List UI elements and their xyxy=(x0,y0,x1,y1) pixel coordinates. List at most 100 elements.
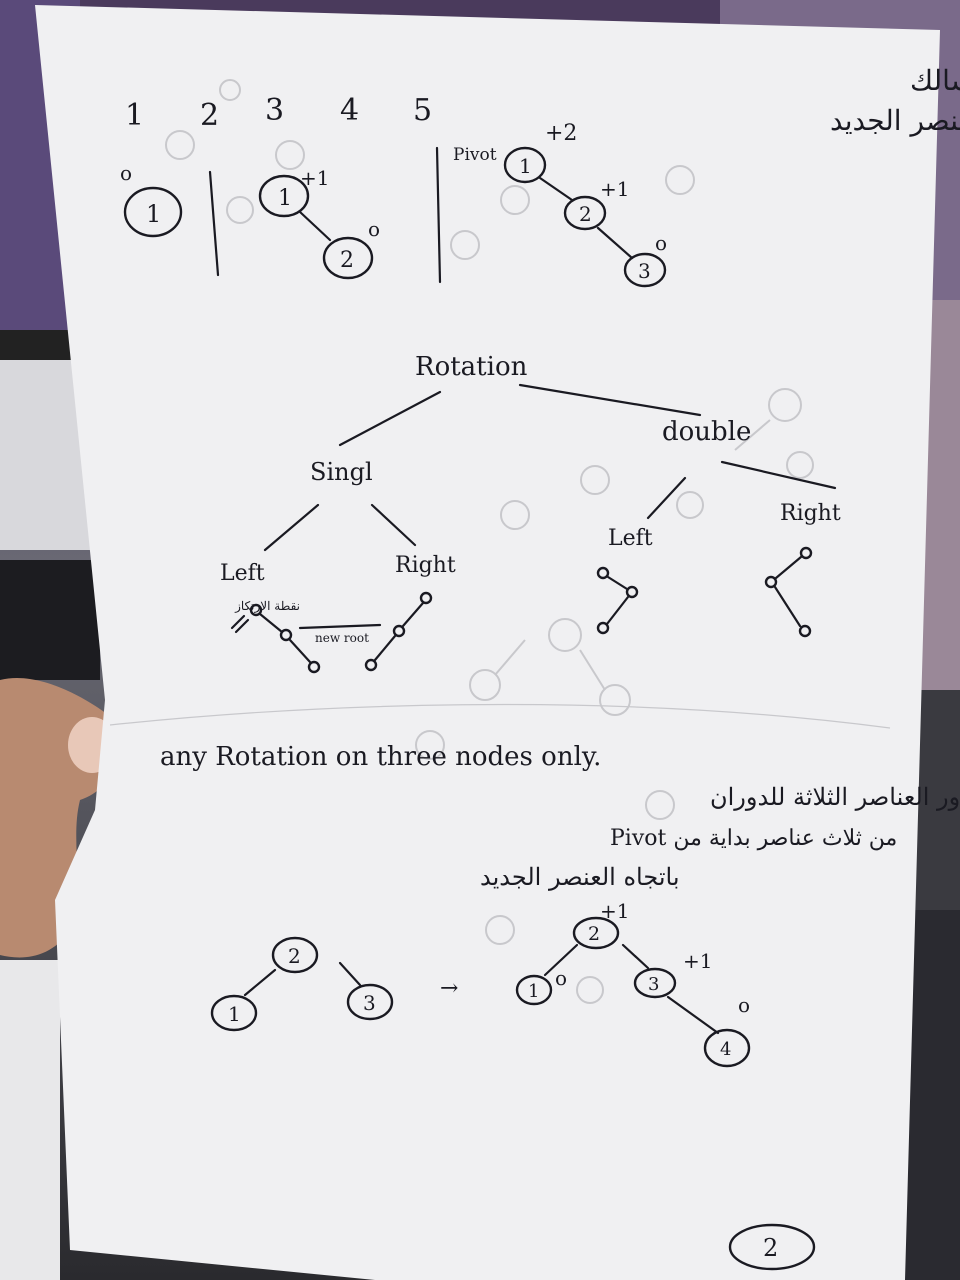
new-root-arrow xyxy=(298,623,382,630)
rule-arabic-1: يكون تدور العناصر الثلاثة للدوران xyxy=(710,783,960,811)
step-label-4: 4 xyxy=(340,93,359,128)
dl-node-b xyxy=(625,585,639,599)
sl-node-a xyxy=(249,603,263,617)
dr-edge-b xyxy=(773,585,802,628)
node-2-step2 xyxy=(322,236,374,280)
edge-single-left xyxy=(263,503,320,552)
node-1-step3-label: 1 xyxy=(519,154,532,178)
node-1-step2 xyxy=(258,174,310,218)
sl-node-b xyxy=(279,628,293,642)
ex2-edge-left xyxy=(543,943,579,977)
arabic-title-2: العنصر الجديد xyxy=(830,104,960,137)
ex1-edge-right xyxy=(338,961,362,987)
ex1-node-root xyxy=(271,936,319,974)
bleed-through xyxy=(165,79,814,1004)
sr-node-b xyxy=(392,624,406,638)
node-3-step3-label: 3 xyxy=(638,259,651,283)
ex2-node-left-label: 1 xyxy=(528,981,539,1002)
sr-edge-a xyxy=(401,601,425,628)
edge-2-3-step3 xyxy=(596,226,634,260)
ex2-node-left xyxy=(515,974,553,1006)
sr-edge-b xyxy=(373,634,397,662)
single-left-label: Left xyxy=(220,561,265,586)
ex2-balance-right: +1 xyxy=(683,949,712,973)
edge-rotation-double xyxy=(518,383,702,417)
ex2-node-right-right xyxy=(703,1028,751,1068)
ex2-node-right-right-label: 4 xyxy=(720,1039,731,1060)
edge-single-right xyxy=(370,503,417,547)
dr-edge-a xyxy=(774,555,803,580)
arabic-title-1: ابدا الوزن من تحت سالك xyxy=(910,64,960,97)
ex1-node-left xyxy=(210,994,258,1032)
dl-edge-b xyxy=(605,595,630,626)
new-root-arabic: نقطة الارتكاز xyxy=(234,599,300,613)
edge-1-2 xyxy=(298,210,332,242)
edge-double-right xyxy=(720,460,837,490)
ex2-edge-right xyxy=(621,943,650,970)
sl-scribble xyxy=(230,614,250,634)
node-2-step3-label: 2 xyxy=(579,202,592,226)
ex1-node-right-label: 3 xyxy=(363,991,376,1015)
step-label-3: 3 xyxy=(265,93,284,128)
balance-zero-c: o xyxy=(655,231,667,255)
ex2-balance-left: o xyxy=(555,966,567,990)
ex1-node-left-label: 1 xyxy=(228,1002,241,1026)
pivot-label: Pivot xyxy=(453,145,497,165)
dr-node-c xyxy=(798,624,812,638)
ex2-node-root xyxy=(572,916,620,950)
divider-2 xyxy=(435,146,442,284)
node-1-step2-label: 1 xyxy=(278,186,292,211)
double-label: double xyxy=(662,417,751,447)
double-right-label: Right xyxy=(780,501,841,526)
balance-zero-b: o xyxy=(368,217,380,241)
sr-node-a xyxy=(419,591,433,605)
bottom-section: any Rotation on three nodes only. يكون ت… xyxy=(160,742,960,1271)
step-label-5: 5 xyxy=(413,93,432,128)
ex2-node-root-label: 2 xyxy=(588,923,600,945)
rule-english: any Rotation on three nodes only. xyxy=(160,742,601,772)
rotation-root-label: Rotation xyxy=(415,352,528,382)
node-2-step2-label: 2 xyxy=(340,248,354,273)
ex2-node-right xyxy=(633,967,677,999)
rotation-classification: Rotation Singl double Left Right Left Ri… xyxy=(220,352,841,674)
node-1-step3 xyxy=(503,146,547,184)
sl-node-c xyxy=(307,660,321,674)
single-label: Singl xyxy=(310,458,373,486)
node-3-step3 xyxy=(623,252,667,288)
double-left-label: Left xyxy=(608,526,653,551)
edge-1-2-step3 xyxy=(538,176,574,202)
dr-node-b xyxy=(764,575,778,589)
sr-node-c xyxy=(364,658,378,672)
edge-rotation-single xyxy=(338,390,442,447)
new-root-label: new root xyxy=(315,631,369,645)
single-right-label: Right xyxy=(395,553,456,578)
node-1-step1 xyxy=(123,186,183,238)
dl-edge-a xyxy=(606,575,629,591)
node-2-step3 xyxy=(563,195,607,231)
divider-1 xyxy=(208,170,220,277)
step-label-2: 2 xyxy=(200,98,219,133)
balance-plus2: +2 xyxy=(545,121,577,146)
balance-plus1-b: +1 xyxy=(600,177,629,201)
page-number: 2 xyxy=(763,1234,778,1262)
sl-edge-b xyxy=(288,638,312,664)
node-1-step1-label: 1 xyxy=(146,200,161,228)
dl-node-a xyxy=(596,566,610,580)
ex1-node-root-label: 2 xyxy=(288,944,301,968)
rule-arabic-2: من ثلاث عناصر بداية من Pivot xyxy=(610,826,897,851)
dl-node-c xyxy=(596,621,610,635)
edge-double-left xyxy=(646,476,687,520)
ex2-balance-right-right: o xyxy=(738,993,750,1017)
dr-node-a xyxy=(799,546,813,560)
ex2-node-right-label: 3 xyxy=(648,974,659,995)
ex1-edge-left xyxy=(243,968,277,997)
ex2-edge-right-right xyxy=(666,995,720,1035)
page-number-circle xyxy=(728,1223,816,1271)
ex1-node-right xyxy=(346,983,394,1021)
step-label-1: 1 xyxy=(125,98,144,133)
top-section: ابدا الوزن من تحت سالك العنصر الجديد 1 2… xyxy=(120,64,960,288)
balance-zero-a: o xyxy=(120,161,132,185)
rule-arabic-3: باتجاه العنصر الجديد xyxy=(480,863,680,891)
